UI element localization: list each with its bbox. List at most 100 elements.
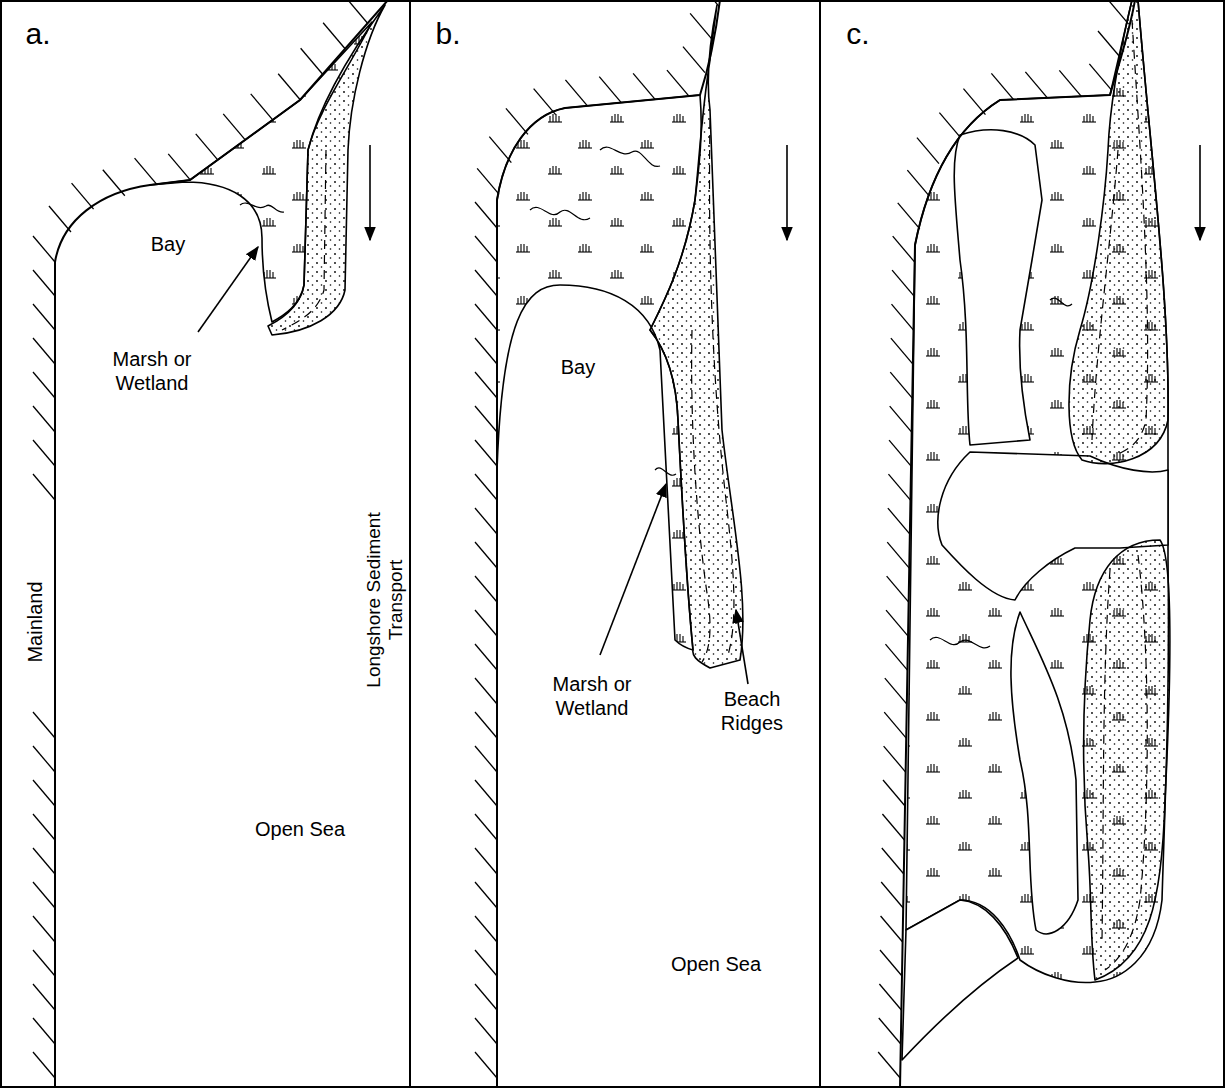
feature-label: Beach Ridges bbox=[717, 688, 787, 735]
hatch-tick bbox=[882, 848, 904, 874]
hatch-tick bbox=[887, 576, 909, 602]
hatch-tick bbox=[878, 1052, 900, 1078]
hatch-tick bbox=[889, 440, 911, 466]
hatch-tick bbox=[301, 48, 323, 74]
hatch-tick bbox=[33, 338, 55, 364]
hatch-tick bbox=[475, 848, 497, 874]
hatch-tick bbox=[475, 678, 497, 704]
hatch-tick bbox=[881, 882, 903, 908]
hatch-tick bbox=[475, 474, 497, 500]
hatch-tick bbox=[1107, 0, 1129, 24]
hatch-tick bbox=[33, 236, 55, 262]
hatch-tick bbox=[893, 236, 915, 262]
hatch-tick bbox=[475, 712, 497, 738]
hatch-tick bbox=[135, 158, 157, 184]
hatch-tick bbox=[887, 542, 909, 568]
hatch-tick bbox=[475, 746, 497, 772]
hatch-tick bbox=[917, 138, 939, 164]
hatch-tick bbox=[33, 916, 55, 942]
hatch-tick bbox=[885, 644, 907, 670]
hatch-tick bbox=[475, 576, 497, 602]
hatch-tick bbox=[33, 270, 55, 296]
region-label: Mainland bbox=[24, 578, 48, 665]
hatch-tick bbox=[475, 338, 497, 364]
hatch-tick bbox=[33, 712, 55, 738]
hatch-tick bbox=[683, 47, 705, 73]
hatch-tick bbox=[963, 89, 985, 115]
hatch-tick bbox=[475, 304, 497, 330]
feature-label: Marsh or Wetland bbox=[104, 348, 200, 395]
hatch-tick bbox=[33, 746, 55, 772]
hatch-tick bbox=[886, 610, 908, 636]
hatch-tick bbox=[475, 916, 497, 942]
hatch-tick bbox=[881, 916, 903, 942]
hatch-tick bbox=[33, 1052, 55, 1078]
hatch-tick bbox=[168, 154, 190, 180]
hatch-tick bbox=[888, 508, 910, 534]
hatch-tick bbox=[223, 114, 245, 140]
hatch-tick bbox=[475, 780, 497, 806]
hatch-tick bbox=[506, 108, 528, 134]
hatch-tick bbox=[892, 270, 914, 296]
hatch-tick bbox=[251, 94, 273, 120]
hatch-tick bbox=[475, 644, 497, 670]
panel-letter: c. bbox=[846, 16, 869, 51]
hatch-tick bbox=[33, 882, 55, 908]
hatch-tick bbox=[475, 440, 497, 466]
hatch-tick bbox=[33, 780, 55, 806]
panel-a bbox=[55, 0, 388, 1088]
hatch-tick bbox=[33, 1018, 55, 1044]
hatch-tick bbox=[475, 1018, 497, 1044]
hatch-tick bbox=[599, 77, 621, 103]
hatch-tick bbox=[33, 474, 55, 500]
hatch-tick bbox=[991, 73, 1013, 99]
hatch-tick bbox=[534, 89, 556, 115]
region-label: Open Sea bbox=[671, 953, 761, 977]
hatch-tick bbox=[33, 984, 55, 1010]
hatch-tick bbox=[882, 814, 904, 840]
hatch-tick bbox=[475, 950, 497, 976]
hatch-tick bbox=[1025, 72, 1047, 98]
hatch-tick bbox=[475, 1052, 497, 1078]
region-label: Open Sea bbox=[255, 818, 345, 842]
hatch-tick bbox=[323, 23, 345, 49]
hatch-tick bbox=[475, 270, 497, 296]
hatch-tick bbox=[633, 73, 655, 99]
hatch-tick bbox=[1059, 70, 1081, 96]
hatch-tick bbox=[898, 203, 920, 229]
hatch-tick bbox=[49, 206, 71, 232]
hatch-tick bbox=[33, 848, 55, 874]
hatch-tick bbox=[475, 882, 497, 908]
hatch-tick bbox=[72, 183, 94, 209]
hatch-tick bbox=[890, 406, 912, 432]
hatch-tick bbox=[475, 372, 497, 398]
hatch-tick bbox=[475, 236, 497, 262]
hatch-tick bbox=[891, 338, 913, 364]
hatch-tick bbox=[475, 984, 497, 1010]
hatch-tick bbox=[477, 168, 499, 194]
panel-b bbox=[497, 0, 787, 1088]
hatch-tick bbox=[907, 170, 929, 196]
hatch-tick bbox=[346, 0, 368, 23]
hatch-tick bbox=[475, 406, 497, 432]
hatch-tick bbox=[1098, 31, 1120, 57]
hatch-tick bbox=[33, 440, 55, 466]
hatch-tick bbox=[475, 610, 497, 636]
hatch-tick bbox=[884, 746, 906, 772]
hatch-tick bbox=[888, 474, 910, 500]
hatch-tick bbox=[880, 950, 902, 976]
hatch-tick bbox=[475, 508, 497, 534]
hatch-tick bbox=[1089, 64, 1111, 90]
feature-label: Marsh or Wetland bbox=[544, 673, 640, 720]
hatch-tick bbox=[196, 134, 218, 160]
hatch-tick bbox=[885, 678, 907, 704]
hatch-tick bbox=[278, 74, 300, 100]
hatch-tick bbox=[891, 304, 913, 330]
panel-divider bbox=[409, 0, 411, 1088]
hatch-tick bbox=[690, 13, 712, 39]
hatch-tick bbox=[939, 113, 961, 139]
region-label: Bay bbox=[561, 356, 595, 380]
